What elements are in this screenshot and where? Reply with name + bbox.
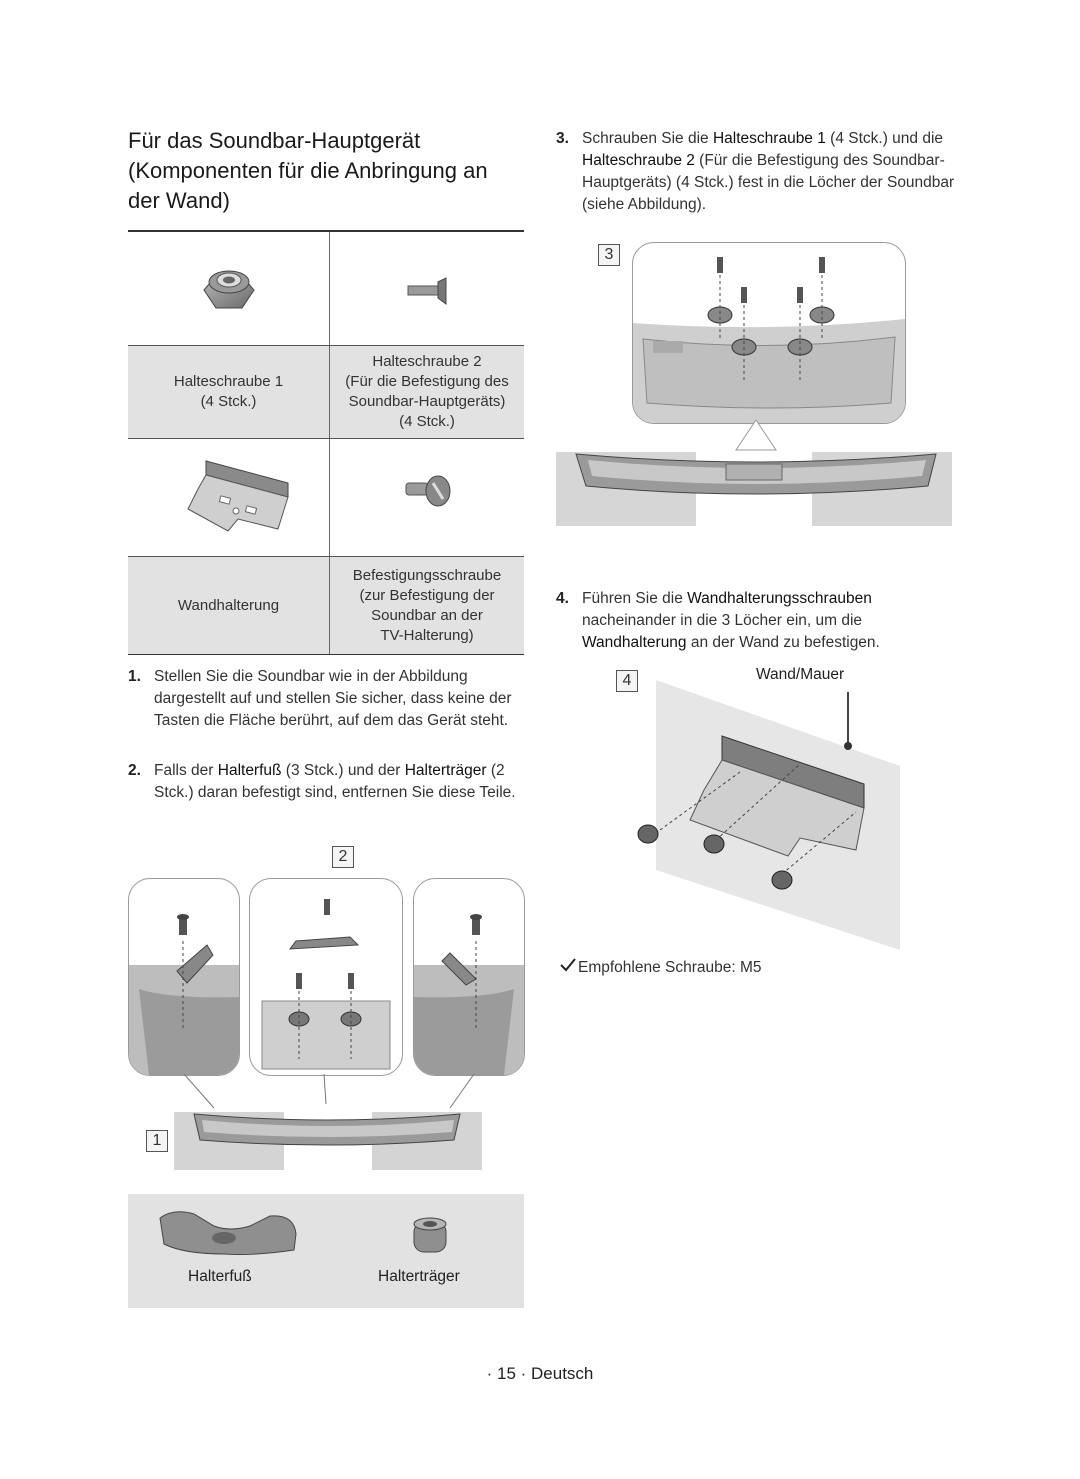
halteschraube-2-label: Halteschraube 2 (Für die Befestigung des… — [330, 346, 524, 438]
title-line-2: (Komponenten für die Anbringung an — [128, 158, 488, 183]
soundbar-illustration-1 — [174, 1073, 482, 1174]
haltertraeger-label: Halterträger — [378, 1268, 460, 1285]
detail-pane-left — [128, 878, 240, 1076]
figure-number-3: 3 — [598, 244, 620, 266]
section-title: Für das Soundbar-Hauptgerät (Komponenten… — [128, 126, 528, 216]
title-line-1: Für das Soundbar-Hauptgerät — [128, 128, 421, 153]
detail-pane-step-3 — [632, 242, 906, 424]
page-footer: · 15 · Deutsch — [486, 1364, 594, 1383]
wandhalterung-label: Wandhalterung — [128, 557, 329, 654]
halterfuss-label: Halterfuß — [188, 1268, 252, 1285]
detail-pane-center — [249, 878, 403, 1076]
step-1: 1. Stellen Sie die Soundbar wie in der A… — [128, 668, 512, 729]
figure-number-1: 1 — [146, 1130, 168, 1152]
halteschraube-2-image — [330, 232, 524, 345]
title-line-3: der Wand) — [128, 188, 230, 213]
befestigungsschraube-label: Befestigungsschraube (zur Befestigung de… — [330, 557, 524, 654]
detail-pane-right — [413, 878, 525, 1076]
haltertraeger-image — [413, 1217, 447, 1253]
halterfuss-image — [159, 1211, 297, 1255]
wall-label: Wand/Mauer — [756, 666, 845, 683]
figure-number-4: 4 — [616, 670, 638, 692]
removed-parts-strip: Halterfuß Halterträger — [128, 1194, 524, 1308]
wandhalterung-image — [128, 439, 329, 556]
checkmark-icon — [560, 958, 578, 977]
halteschraube-1-image — [128, 232, 329, 345]
step-2: 2. Falls der Halterfuß (3 Stck.) und der… — [128, 762, 516, 801]
figure-number-2: 2 — [332, 846, 354, 868]
parts-table: Halteschraube 1(4 Stck.) Halteschraube 2… — [128, 230, 524, 655]
recommended-screw-note: Empfohlene Schraube: M5 — [560, 958, 762, 977]
befestigungsschraube-image — [330, 439, 524, 556]
step-3: 3. Schrauben Sie die Halteschraube 1 (4 … — [556, 130, 955, 213]
step-4: 4. Führen Sie die Wandhalterungsschraube… — [556, 590, 880, 651]
wall-mount-illustration — [620, 680, 910, 960]
halteschraube-1-label: Halteschraube 1(4 Stck.) — [128, 346, 329, 438]
soundbar-illustration-3 — [556, 419, 952, 530]
